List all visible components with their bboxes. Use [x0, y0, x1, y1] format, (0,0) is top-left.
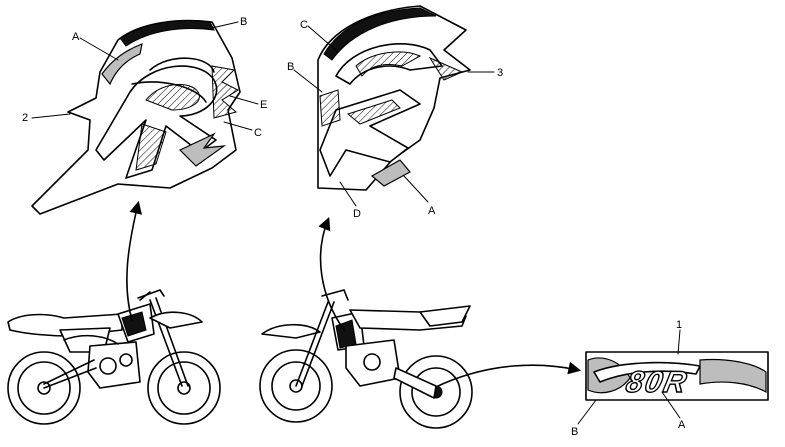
label-e-left: E [260, 99, 267, 111]
motorcycle-left-side [7, 289, 221, 425]
label-c-left: C [254, 127, 262, 139]
motorcycle-right-side [259, 289, 473, 429]
label-b-left: B [240, 16, 247, 28]
label-1: 1 [676, 319, 682, 331]
label-b-right: B [287, 61, 294, 73]
label-2: 2 [22, 112, 28, 124]
label-d-right: D [353, 208, 361, 220]
arrow-right-shroud [318, 217, 345, 331]
label-b-swingarm: B [571, 426, 578, 438]
swingarm-decal-labels: 1 B A [571, 319, 686, 438]
swingarm-decal: 80R [585, 351, 769, 401]
right-shroud-decal [317, 5, 471, 191]
right-decal-labels: C B 3 A D [287, 19, 503, 220]
left-decal-labels: A B E C 2 [22, 16, 267, 139]
arrow-swingarm-decal [437, 361, 582, 387]
arrow-left-shroud [126, 200, 143, 321]
label-a-left: A [72, 31, 80, 43]
left-shroud-decal [31, 19, 241, 215]
label-a-swingarm: A [678, 419, 686, 431]
label-c-right: C [300, 19, 308, 31]
label-a-right: A [428, 205, 436, 217]
label-3: 3 [497, 67, 503, 79]
swingarm-decal-lettering: 80R [623, 366, 691, 399]
